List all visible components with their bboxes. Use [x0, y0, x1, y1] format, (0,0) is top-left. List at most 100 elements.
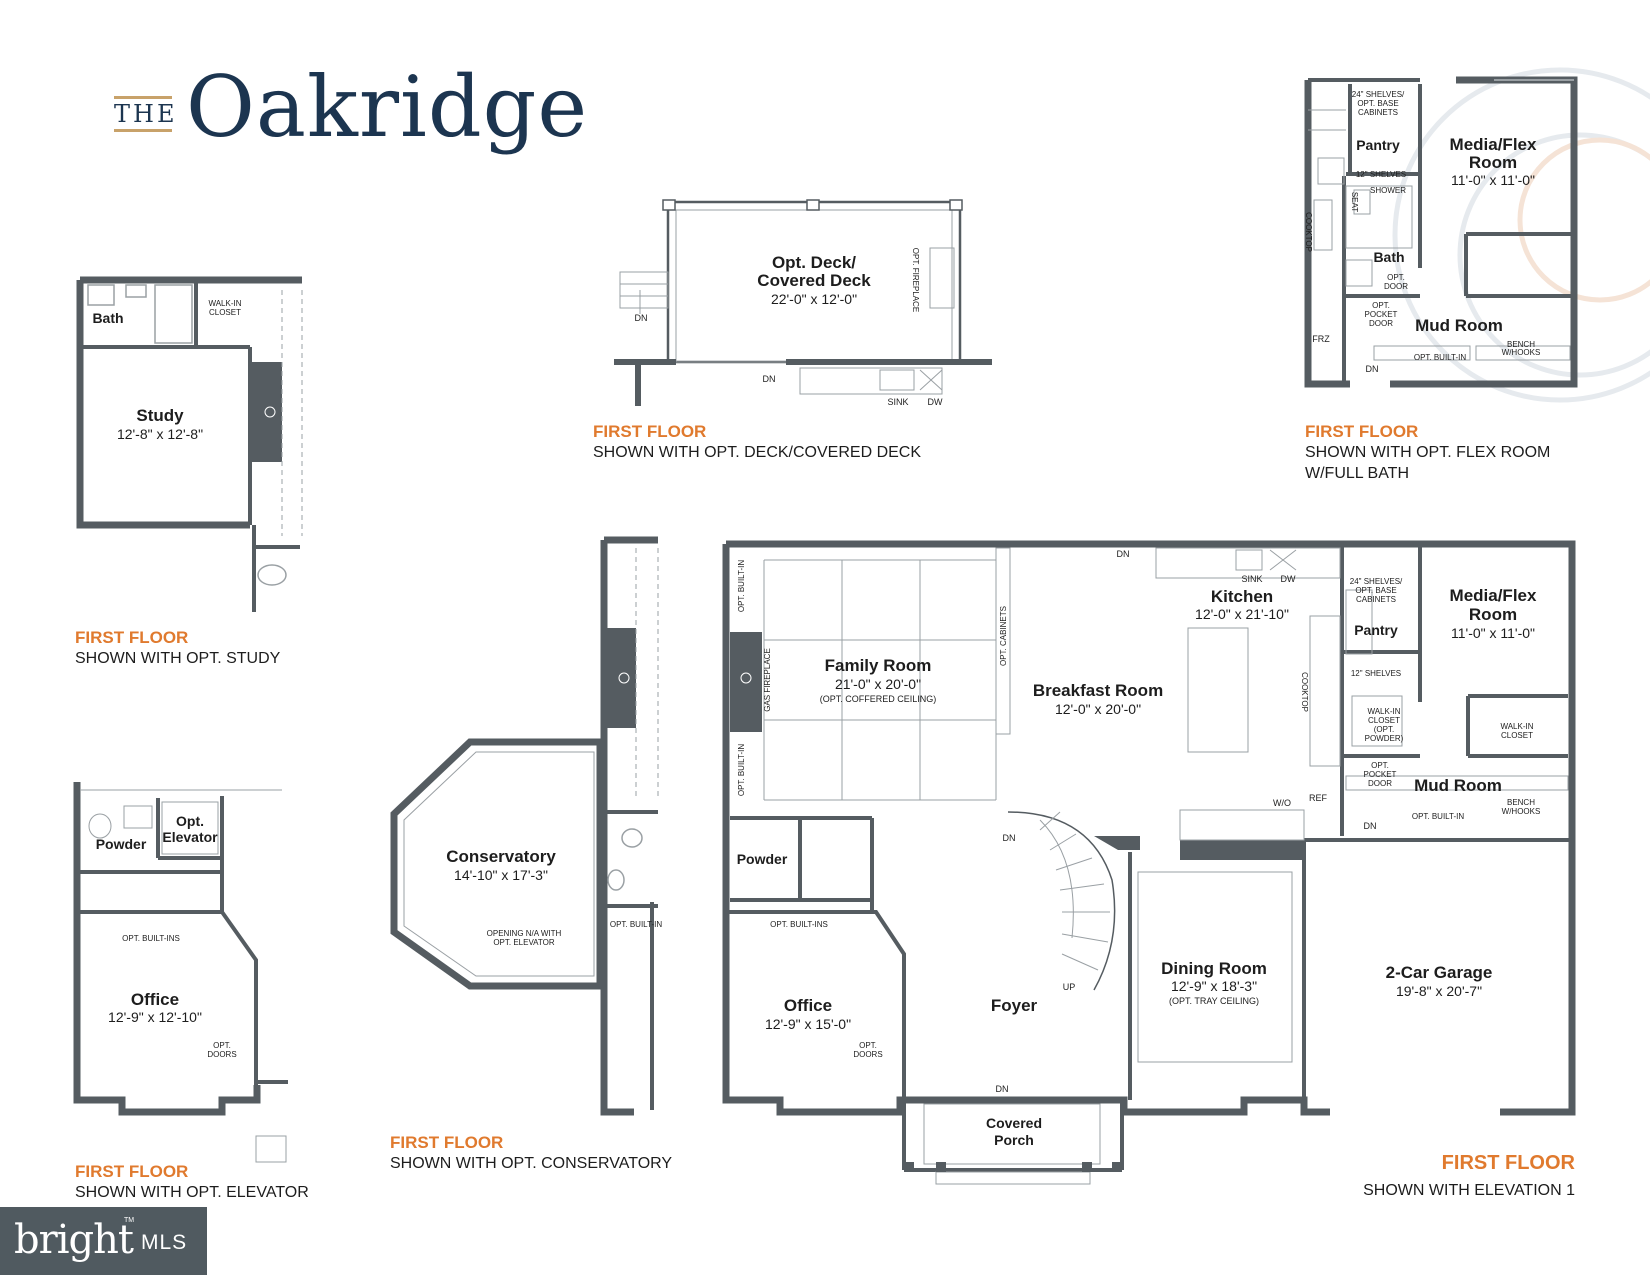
room-flex-media: Media/Flex [1450, 135, 1537, 154]
caption-main-title: FIRST FLOOR [1441, 1152, 1575, 1174]
caption-deck-title: FIRST FLOOR [593, 422, 707, 441]
room-family: Family Room [825, 656, 932, 675]
main-optbase: OPT. BASE [1355, 586, 1396, 595]
room-flex-media-dim: 11'-0" x 11'-0" [1451, 172, 1535, 188]
room-main-mud: Mud Room [1414, 776, 1502, 795]
flex-optbase: OPT. BASE [1357, 99, 1398, 108]
plan-elevator: Powder Opt. Elevator OPT. BUILT-INS Offi… [73, 782, 288, 1163]
flex-seat: SEAT [1350, 192, 1359, 212]
room-deck-dim: 22'-0" x 12'-0" [771, 291, 857, 307]
main-optdoors: OPT. [859, 1041, 877, 1050]
main-optpocket: OPT. [1371, 761, 1389, 770]
room-main-media-2: Room [1469, 605, 1517, 624]
room-study-closet-2: CLOSET [209, 308, 241, 317]
room-study-dim: 12'-8" x 12'-8" [117, 426, 203, 442]
room-main-office: Office [784, 996, 832, 1015]
room-elev-office: Office [131, 990, 179, 1009]
flex-frz: FRZ [1312, 334, 1330, 344]
brand-prefix: THE [114, 100, 178, 128]
caption-study: FIRST FLOOR SHOWN WITH OPT. STUDY [75, 628, 280, 669]
main-ref: REF [1309, 793, 1328, 803]
caption-conservatory-subtitle: SHOWN WITH OPT. CONSERVATORY [390, 1155, 673, 1172]
flex-bench: BENCH [1507, 340, 1535, 349]
main-pocket-door: DOOR [1368, 779, 1392, 788]
room-breakfast-dim: 12'-0" x 20'-0" [1055, 701, 1141, 717]
room-kitchen-dim: 12'-0" x 21'-10" [1195, 606, 1289, 622]
main-dn-porch: DN [996, 1084, 1009, 1094]
room-deck-2: Covered Deck [757, 271, 871, 290]
caption-study-title: FIRST FLOOR [75, 628, 189, 647]
main-shelves24: 24" SHELVES/ [1350, 577, 1403, 586]
room-dining-dim: 12'-9" x 18'-3" [1171, 978, 1257, 994]
flex-whooks: W/HOOKS [1502, 348, 1541, 357]
room-flex-bath: Bath [1373, 249, 1404, 265]
room-kitchen: Kitchen [1211, 587, 1273, 606]
main-builtin-lower: OPT. BUILT-IN [737, 744, 746, 797]
elev-optdoors: OPT. [213, 1041, 231, 1050]
room-conservatory: Conservatory [446, 847, 556, 866]
room-elev-powder: Powder [96, 836, 147, 852]
caption-flex-subtitle: SHOWN WITH OPT. FLEX ROOM [1305, 444, 1551, 461]
main-whooks: W/HOOKS [1502, 807, 1541, 816]
main-optpowder-2: POWDER) [1365, 734, 1404, 743]
flex-shelves12: 12" SHELVES [1356, 170, 1406, 179]
main-opt-cabinets: OPT. CABINETS [999, 606, 1008, 666]
room-main-media: Media/Flex [1450, 586, 1537, 605]
caption-elevator-title: FIRST FLOOR [75, 1162, 189, 1181]
room-main-office-dim: 12'-9" x 15'-0" [765, 1016, 851, 1032]
flex-door: DOOR [1384, 282, 1408, 291]
room-porch-2: Porch [994, 1132, 1034, 1148]
mls-logo-mls: MLS [141, 1231, 188, 1254]
flex-optdoor: OPT. [1387, 273, 1405, 282]
room-elev-elevator: Opt. [176, 813, 204, 829]
flex-cabinets: CABINETS [1358, 108, 1398, 117]
room-family-dim: 21'-0" x 20'-0" [835, 676, 921, 692]
flex-shelves24: 24" SHELVES/ [1352, 90, 1405, 99]
plan-study: Bath WALK-IN CLOSET Study 12'-8" x 12'-8… [76, 276, 303, 612]
room-breakfast: Breakfast Room [1033, 681, 1163, 700]
room-main-powder: Powder [737, 851, 788, 867]
room-main-media-dim: 11'-0" x 11'-0" [1451, 625, 1535, 641]
room-elev-elevator-2: Elevator [162, 829, 218, 845]
room-dining: Dining Room [1161, 959, 1267, 978]
main-up: UP [1063, 982, 1076, 992]
elev-builtins: OPT. BUILT-INS [122, 934, 180, 943]
main-wo: W/O [1273, 798, 1291, 808]
room-porch: Covered [986, 1115, 1042, 1131]
main-closet: CLOSET [1368, 716, 1400, 725]
main-gas-fireplace: GAS FIREPLACE [763, 648, 772, 712]
main-shelves12: 12" SHELVES [1351, 669, 1401, 678]
room-garage: 2-Car Garage [1386, 963, 1493, 982]
plan-main: Family Room 21'-0" x 20'-0" (OPT. COFFER… [722, 540, 1576, 1185]
room-elev-office-dim: 12'-9" x 12'-10" [108, 1009, 202, 1025]
room-garage-dim: 19'-8" x 20'-7" [1396, 983, 1482, 999]
room-flex-pantry: Pantry [1356, 137, 1400, 153]
watermark-graphic [1392, 67, 1650, 403]
room-flex-mud: Mud Room [1415, 316, 1503, 335]
brand-name: Oakridge [186, 58, 589, 156]
mls-trademark: TM [124, 1217, 135, 1224]
room-conservatory-dim: 14'-10" x 17'-3" [454, 867, 548, 883]
flex-optpocket: OPT. [1372, 301, 1390, 310]
flex-cooktop: COOKTOP [1304, 212, 1313, 252]
bright-mls-logo: bright TM MLS [0, 1207, 207, 1275]
caption-study-subtitle: SHOWN WITH OPT. STUDY [75, 650, 281, 667]
main-bench: BENCH [1507, 798, 1535, 807]
plan-deck: DN DN SINK DW OPT. FIREPLACE Opt. Deck/ … [614, 199, 992, 407]
main-cooktop: COOKTOP [1300, 672, 1309, 712]
flex-builtin: OPT. BUILT-IN [1414, 353, 1467, 362]
caption-main: FIRST FLOOR SHOWN WITH ELEVATION 1 [1300, 1152, 1575, 1201]
room-flex-media-2: Room [1469, 153, 1517, 172]
main-dn-top: DN [1117, 549, 1130, 559]
caption-main-subtitle: SHOWN WITH ELEVATION 1 [1363, 1182, 1575, 1199]
brand-rule-top [114, 96, 172, 99]
room-foyer: Foyer [991, 996, 1038, 1015]
main-optpowder: (OPT. [1374, 725, 1394, 734]
deck-sink: SINK [887, 397, 908, 407]
main-builtins-office: OPT. BUILT-INS [770, 920, 828, 929]
cons-builtin: OPT. BUILT-IN [610, 920, 663, 929]
flex-pocket: POCKET [1365, 310, 1398, 319]
main-dn-foyer: DN [1003, 833, 1016, 843]
deck-dw: DW [928, 397, 943, 407]
